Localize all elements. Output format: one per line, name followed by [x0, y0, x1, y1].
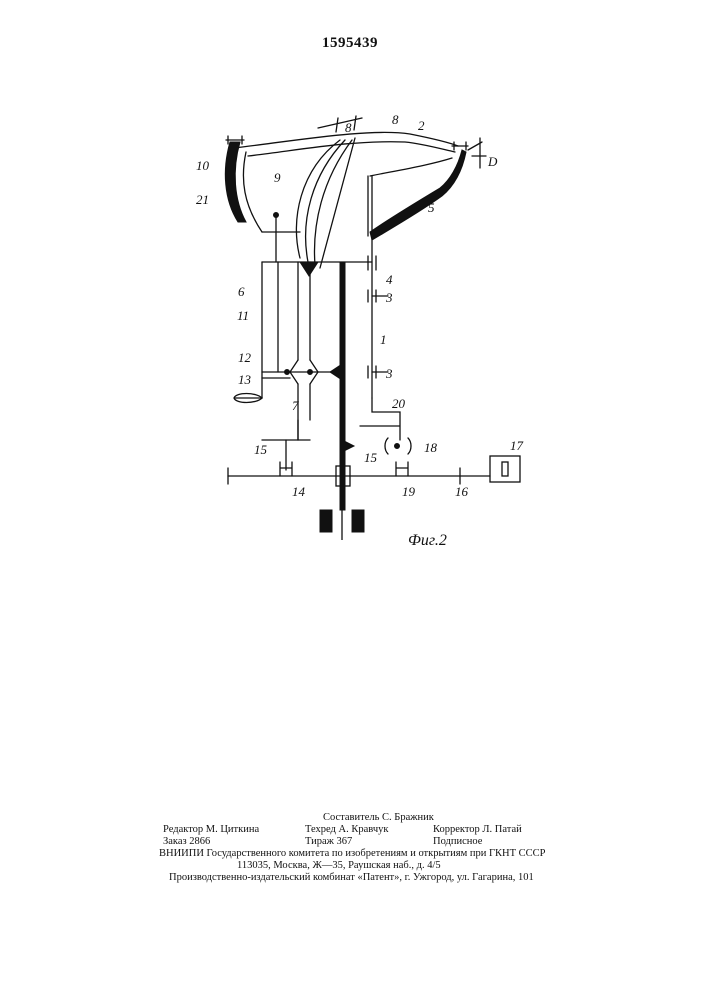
footer-order: Заказ 2866	[163, 836, 210, 848]
footer-address: 113035, Москва, Ж—35, Раушская наб., д. …	[237, 860, 441, 872]
footer-block: Составитель С. Бражник Редактор М. Цитки…	[163, 812, 583, 884]
label-16: 16	[455, 484, 469, 499]
main-shaft-1	[340, 262, 345, 510]
bearing-block-left	[320, 510, 332, 532]
footer-techred: Техред А. Кравчук	[305, 824, 388, 836]
dim-8-line	[318, 116, 362, 132]
label-18: 18	[424, 440, 438, 455]
pivot-6	[308, 370, 313, 375]
shell-21	[225, 142, 246, 222]
motor-17-inner	[502, 462, 508, 476]
label-11: 11	[237, 308, 249, 323]
pivot-18	[395, 444, 400, 449]
label-3-top: 3	[385, 290, 393, 305]
label-D: D	[487, 154, 498, 169]
housing-right-lower	[370, 158, 452, 176]
footer-compiler: Составитель С. Бражник	[323, 812, 434, 824]
blade-outer	[296, 140, 340, 258]
bearing-block-right	[352, 510, 364, 532]
footer-org: ВНИИПИ Государственного комитета по изоб…	[159, 848, 546, 860]
footer-corrector: Корректор Л. Патай	[433, 824, 522, 836]
label-14: 14	[292, 484, 306, 499]
gear-left	[330, 364, 342, 380]
label-7: 6	[238, 284, 245, 299]
label-9: 9	[274, 170, 281, 185]
bearing-3b	[368, 366, 388, 378]
footer-editor: Редактор М. Циткина	[163, 824, 259, 836]
dim-D	[468, 138, 486, 168]
label-12: 12	[238, 350, 252, 365]
label-5: 5	[428, 200, 435, 215]
bearing-3a	[368, 290, 388, 302]
label-15-right: 15	[364, 450, 378, 465]
label-13: 13	[238, 372, 252, 387]
pivot-12	[285, 370, 290, 375]
label-4: 4	[386, 272, 393, 287]
label-21: 21	[196, 192, 209, 207]
blade-edge	[320, 138, 355, 268]
label-8: 8	[392, 112, 399, 127]
label-20: 20	[392, 396, 406, 411]
label-19: 19	[402, 484, 416, 499]
label-6: 7	[292, 398, 299, 413]
figure-caption: Фиг.2	[408, 532, 447, 550]
footer-plant: Производственно-издательский комбинат «П…	[169, 872, 534, 884]
right-flange	[452, 142, 468, 150]
label-15-left: 15	[254, 442, 268, 457]
coupling-15-right	[396, 462, 408, 476]
footer-subscription: Подписное	[433, 836, 482, 848]
motor-17	[490, 456, 520, 482]
label-2: 2	[418, 118, 425, 133]
shell-5	[370, 150, 466, 240]
left-casing-inner	[243, 152, 262, 232]
label-10: 10	[196, 158, 210, 173]
gear-lower	[342, 440, 354, 452]
rotor-hub	[300, 262, 318, 276]
label-3-bottom: 3	[385, 366, 393, 381]
label-1: 1	[380, 332, 387, 347]
label-17: 17	[510, 438, 524, 453]
label-8-top: 8	[345, 120, 352, 135]
footer-circulation: Тираж 367	[305, 836, 352, 848]
pivot-11	[274, 213, 279, 218]
